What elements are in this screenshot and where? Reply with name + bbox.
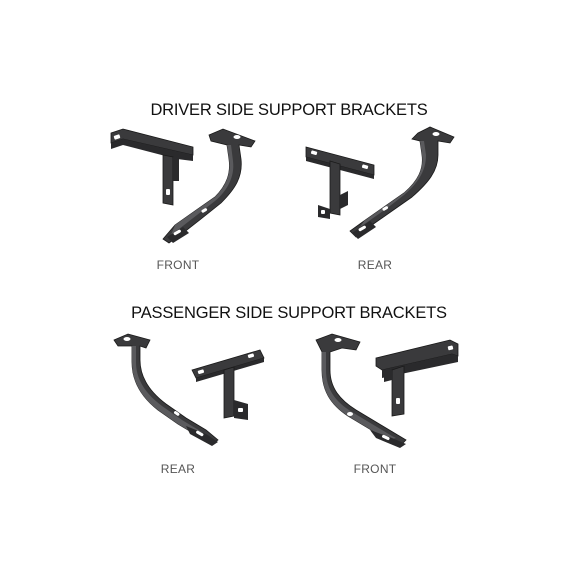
passenger-front-short-bracket [375, 339, 459, 417]
driver-rear-long-bracket [349, 126, 455, 239]
driver-front-short-bracket [110, 128, 194, 206]
driver-rear-bracket-illustration [305, 126, 455, 239]
driver-rear-label: REAR [357, 258, 393, 272]
driver-front-label: FRONT [156, 258, 200, 272]
passenger-rear-label: REAR [160, 462, 196, 476]
passenger-rear-long-bracket [113, 333, 219, 446]
passenger-front-bracket-illustration [315, 333, 459, 448]
driver-side-title: DRIVER SIDE SUPPORT BRACKETS [150, 101, 428, 119]
driver-rear-t-bracket [305, 146, 375, 219]
passenger-rear-bracket-illustration [113, 333, 265, 446]
driver-front-long-bracket [162, 128, 256, 244]
driver-front-bracket-illustration [110, 128, 256, 244]
passenger-front-long-bracket [315, 333, 407, 448]
passenger-front-label: FRONT [353, 462, 397, 476]
passenger-side-title: PASSENGER SIDE SUPPORT BRACKETS [131, 304, 447, 322]
passenger-rear-t-bracket [191, 349, 265, 420]
